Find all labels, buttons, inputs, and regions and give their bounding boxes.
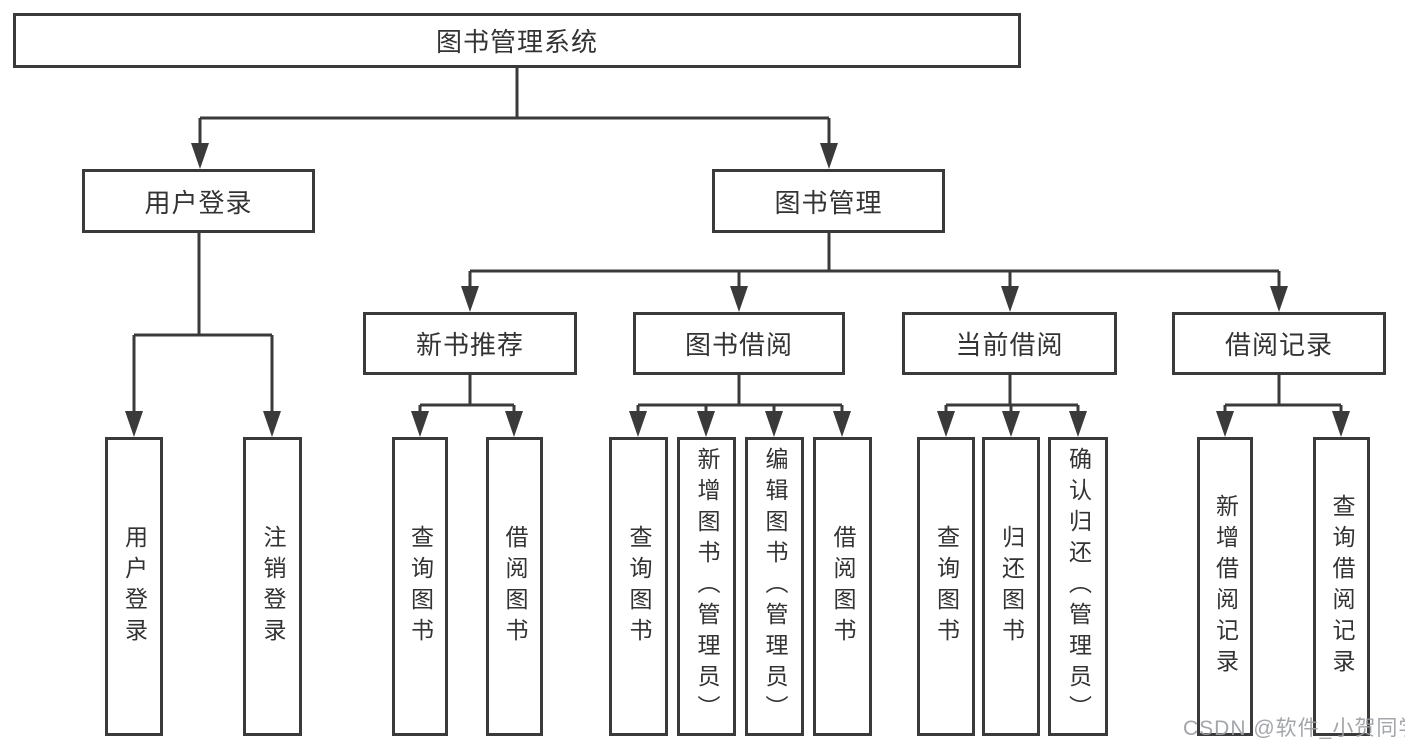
leaf-current-confirm-return-admin-label: 确认归还（管理员） — [1065, 447, 1092, 726]
node-new-book-recommend: 新书推荐 — [363, 312, 577, 375]
leaf-borrowing-add-books-admin: 新增图书（管理员） — [677, 437, 736, 736]
leaf-current-return-books-label: 归还图书 — [998, 524, 1025, 649]
node-root-system: 图书管理系统 — [13, 13, 1021, 68]
leaf-borrowing-borrow-books: 借阅图书 — [813, 437, 872, 736]
node-borrow-records-label: 借阅记录 — [1224, 330, 1333, 360]
leaf-borrowing-query-books-label: 查询图书 — [626, 524, 652, 649]
node-current-borrow: 当前借阅 — [902, 312, 1117, 375]
leaf-current-query-books-label: 查询图书 — [933, 524, 960, 649]
node-book-management: 图书管理 — [712, 169, 945, 233]
node-user-login: 用户登录 — [82, 169, 315, 233]
leaf-records-add-record: 新增借阅记录 — [1197, 437, 1253, 736]
leaf-current-return-books: 归还图书 — [982, 437, 1040, 736]
leaf-newbook-query-books: 查询图书 — [392, 437, 448, 736]
leaf-borrowing-query-books: 查询图书 — [609, 437, 668, 736]
arrowheads — [125, 143, 1350, 437]
leaf-current-confirm-return-admin: 确认归还（管理员） — [1048, 437, 1108, 736]
leaf-records-query-record: 查询借阅记录 — [1313, 437, 1370, 736]
node-book-management-label: 图书管理 — [774, 187, 883, 218]
leaf-logout: 注销登录 — [243, 437, 302, 736]
leaf-user-login: 用户登录 — [105, 437, 163, 736]
csdn-watermark: CSDN @软件_小贺同学 — [1183, 717, 1405, 740]
leaf-newbook-borrow-books-label: 借阅图书 — [502, 524, 528, 649]
node-new-book-recommend-label: 新书推荐 — [415, 330, 524, 360]
leaf-borrowing-edit-books-admin: 编辑图书（管理员） — [745, 437, 804, 736]
node-borrow-records: 借阅记录 — [1172, 312, 1386, 375]
node-book-borrowing-label: 图书借阅 — [684, 330, 793, 360]
node-current-borrow-label: 当前借阅 — [955, 330, 1064, 360]
leaf-borrowing-borrow-books-label: 借阅图书 — [830, 524, 856, 649]
leaf-newbook-query-books-label: 查询图书 — [407, 524, 434, 649]
connector-paths — [132, 67, 1343, 415]
leaf-logout-label: 注销登录 — [260, 524, 286, 649]
leaf-borrowing-add-books-admin-label: 新增图书（管理员） — [694, 447, 720, 726]
leaf-records-query-record-label: 查询借阅记录 — [1329, 493, 1355, 680]
leaf-user-login-label: 用户登录 — [121, 524, 148, 649]
leaf-borrowing-edit-books-admin-label: 编辑图书（管理员） — [762, 447, 788, 726]
leaf-current-query-books: 查询图书 — [917, 437, 975, 736]
node-root-label: 图书管理系统 — [435, 27, 598, 57]
leaf-records-add-record-label: 新增借阅记录 — [1212, 493, 1239, 680]
leaf-newbook-borrow-books: 借阅图书 — [486, 437, 543, 736]
node-user-login-label: 用户登录 — [144, 187, 253, 218]
node-book-borrowing: 图书借阅 — [633, 312, 845, 375]
